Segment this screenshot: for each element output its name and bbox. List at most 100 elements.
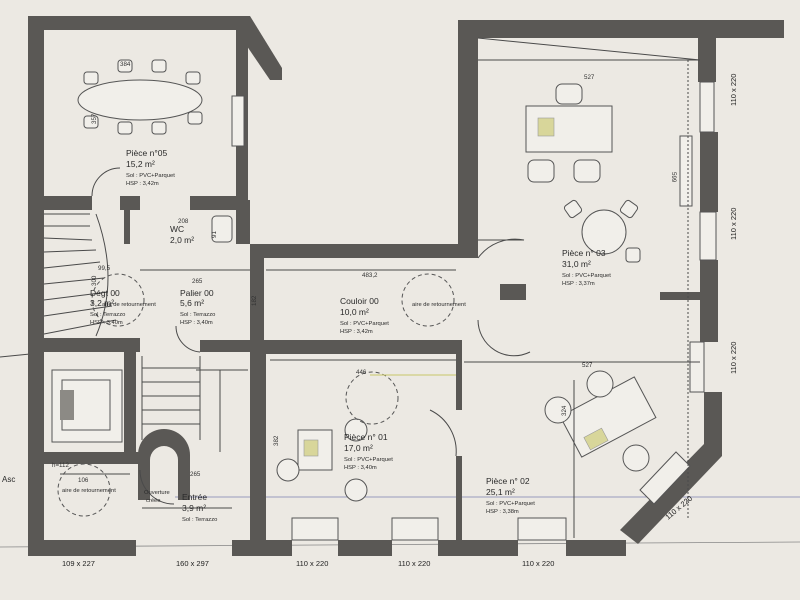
- room-name: Pièce n°05: [126, 148, 167, 158]
- opening-size-label: 160 x 297: [176, 559, 209, 568]
- wall: [566, 540, 626, 556]
- dimension-label: 300: [91, 275, 98, 286]
- chair: [563, 199, 583, 219]
- turning-circle-label: aire de retournement: [102, 302, 156, 308]
- stair-steps: [141, 356, 201, 440]
- wall: [236, 16, 282, 80]
- chair: [83, 115, 99, 129]
- room-name: Pièce n° 03: [562, 248, 606, 258]
- window-size-label: 110 x 220: [398, 559, 430, 568]
- wall: [700, 132, 718, 212]
- room-floor: Sol : Terrazzo: [180, 312, 215, 318]
- room-floor: Sol : PVC+Parquet: [126, 173, 175, 179]
- opening-note: Ouverture: [144, 490, 170, 496]
- laptop-icon: [537, 117, 555, 137]
- room-area: 31,0 m²: [562, 259, 591, 269]
- wall: [458, 20, 478, 258]
- arch-wall: [138, 429, 190, 500]
- dimension-label: 527: [582, 362, 593, 369]
- window-frame: [699, 211, 717, 261]
- doors: [91, 167, 531, 505]
- chair: [625, 247, 641, 263]
- room-floor: Sol : PVC+Parquet: [340, 321, 389, 327]
- chair: [151, 59, 167, 73]
- dimension-label: 324: [561, 405, 568, 416]
- door-swing: [477, 238, 525, 259]
- wall: [620, 444, 722, 544]
- wall: [456, 456, 462, 540]
- window-frame: [689, 341, 705, 393]
- opening-note: créée: [146, 498, 161, 504]
- wall: [44, 196, 92, 210]
- room-area: 10,0 m²: [340, 307, 369, 317]
- window-frame: [391, 517, 439, 541]
- armchair: [586, 370, 614, 398]
- wall: [250, 258, 264, 340]
- room-floor: Sol : PVC+Parquet: [562, 273, 611, 279]
- room-floor: Sol : PVC+Parquet: [344, 457, 393, 463]
- armchair: [276, 458, 300, 482]
- guide-lines: [60, 37, 701, 538]
- dimension-label: 91: [211, 231, 218, 238]
- stair-curve: [95, 213, 109, 337]
- room-name: Pièce n° 02: [486, 476, 530, 486]
- wall: [456, 340, 462, 410]
- wall: [190, 196, 248, 210]
- room-floor: Sol : Terrazzo: [182, 517, 217, 523]
- elevator-rail: [60, 390, 74, 420]
- room-area: 17,0 m²: [344, 443, 373, 453]
- turning-circle: [345, 371, 399, 425]
- room-area: 3,2 m²: [90, 298, 114, 308]
- wall: [338, 540, 392, 556]
- window-size-label: 110 x 220: [729, 342, 738, 374]
- armchair: [527, 159, 555, 183]
- toilet: [211, 215, 233, 243]
- wall: [120, 196, 140, 210]
- room-area: 2,0 m²: [170, 235, 194, 245]
- turning-circle-label: aire de retournement: [412, 302, 466, 308]
- window-size-label: 110 x 220: [729, 74, 738, 106]
- opening-size-label: 109 x 227: [62, 559, 95, 568]
- wall: [660, 292, 700, 300]
- dimension-label: 208: [178, 218, 189, 225]
- stair-steps: [196, 369, 248, 452]
- radiator: [679, 135, 693, 207]
- wall: [698, 38, 716, 82]
- dimension-label: 527: [584, 74, 595, 81]
- room-height: HSP : 3,40m: [90, 320, 123, 326]
- wall: [250, 244, 460, 258]
- room-area: 25,1 m²: [486, 487, 515, 497]
- window-frame: [231, 95, 245, 147]
- dimension-label: 446: [356, 369, 367, 376]
- chair: [185, 71, 201, 85]
- round-table: [581, 209, 627, 255]
- room-name: Entrée: [182, 492, 207, 502]
- door-swing: [429, 409, 457, 457]
- room-area: 5,6 m²: [180, 298, 204, 308]
- wall: [124, 352, 136, 452]
- room-name: Couloir 00: [340, 296, 379, 306]
- elevator-label: Asc: [2, 475, 15, 484]
- armchair: [622, 444, 650, 472]
- armchair: [344, 478, 368, 502]
- window-size-label: 110 x 220: [296, 559, 328, 568]
- furniture: [51, 59, 657, 502]
- laptop-icon: [303, 439, 319, 457]
- armchair: [544, 396, 572, 424]
- room-area: 15,2 m²: [126, 159, 155, 169]
- room-floor: Sol : PVC+Parquet: [486, 501, 535, 507]
- room-height: HSP : 3,38m: [486, 509, 519, 515]
- dimension-labels: 384 357 208 91 99,5 300 265 182 483,2 52…: [52, 61, 677, 484]
- dimension-label: 265: [192, 278, 203, 285]
- room-height: HSP : 3,40m: [344, 465, 377, 471]
- turning-circle: [57, 463, 111, 517]
- dimension-label: 357: [91, 113, 98, 124]
- wall: [28, 540, 136, 556]
- door-swing: [139, 469, 175, 505]
- wall: [124, 210, 130, 244]
- wall: [250, 354, 266, 540]
- dimension-label: 382: [273, 435, 280, 446]
- chair: [151, 121, 167, 135]
- wall: [232, 540, 292, 556]
